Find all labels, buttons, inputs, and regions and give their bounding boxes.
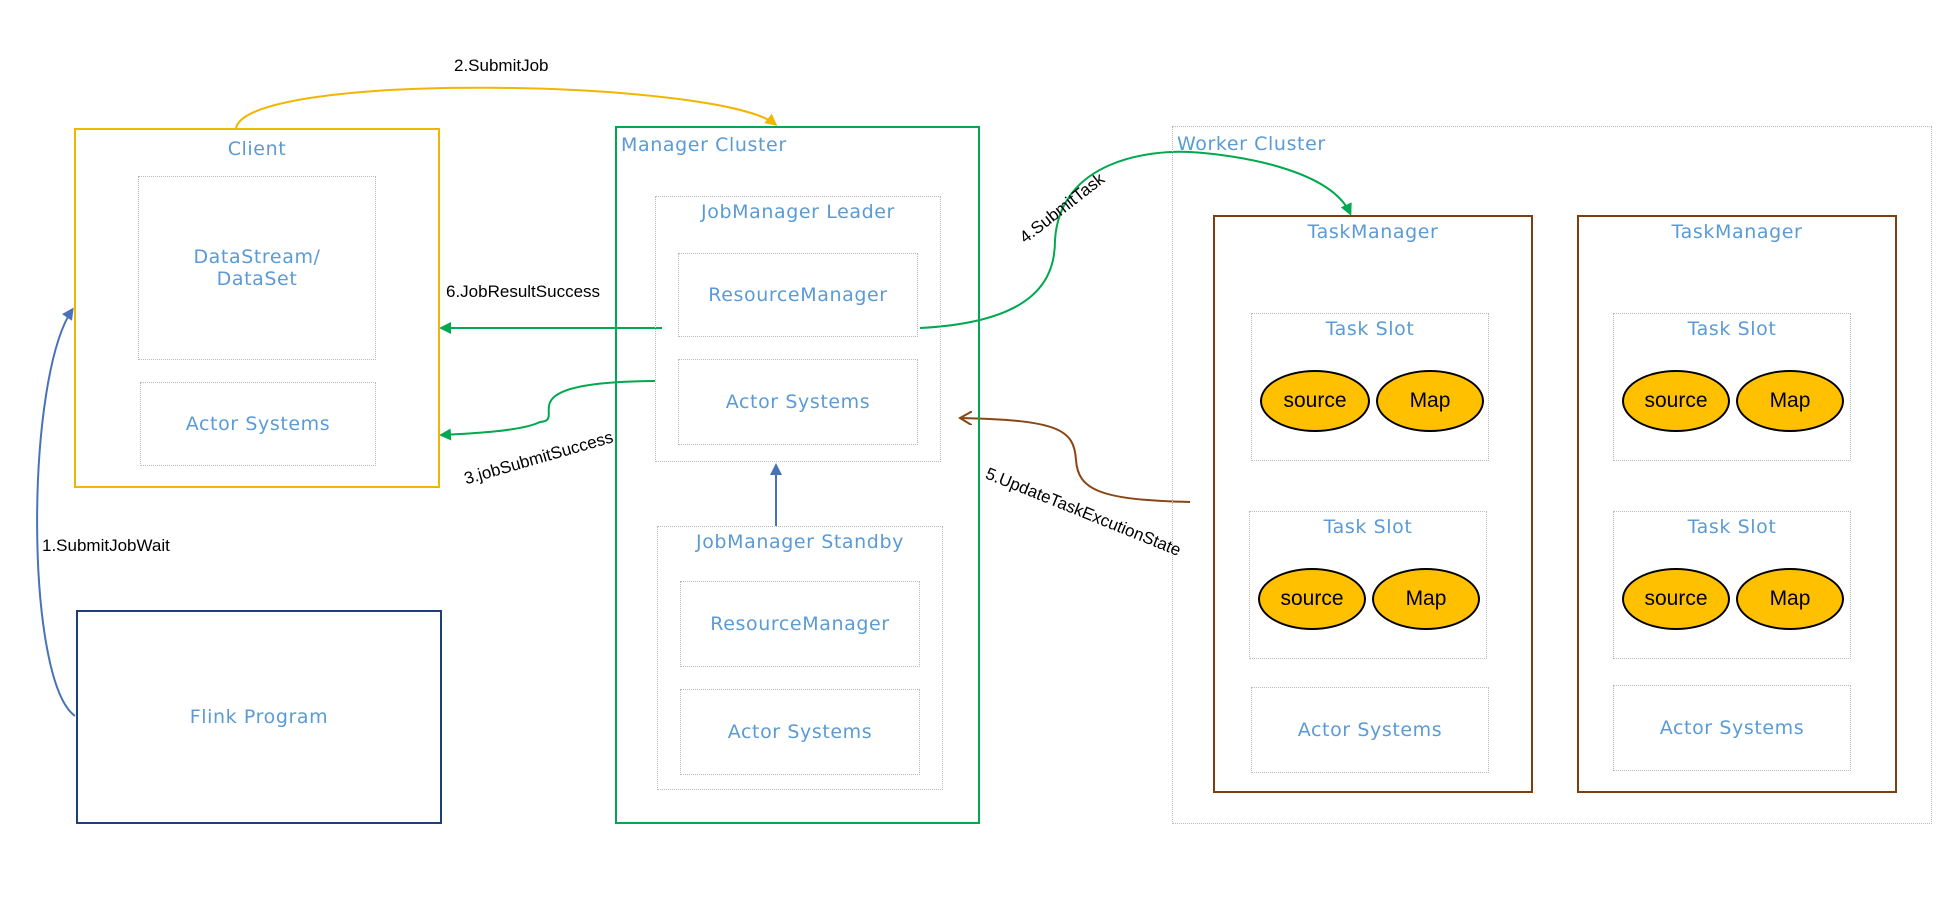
taskmanager-2-slot-2: Task Slot source Map [1613, 511, 1851, 659]
operator-source: source [1622, 568, 1730, 630]
taskmanager-1-slot-1: Task Slot source Map [1251, 313, 1489, 461]
datastream-box: DataStream/ DataSet [138, 176, 376, 360]
jobmanager-leader-title: JobManager Leader [701, 201, 895, 223]
taskmanager-1-slot-2: Task Slot source Map [1249, 511, 1487, 659]
client-title: Client [227, 138, 287, 160]
standby-resource-manager: ResourceManager [680, 581, 920, 667]
manager-cluster-box: Manager Cluster JobManager Leader Resour… [615, 126, 980, 824]
taskmanager-2-actor-systems: Actor Systems [1613, 685, 1851, 771]
jobmanager-standby-title: JobManager Standby [696, 531, 904, 553]
jobmanager-leader-box: JobManager Leader ResourceManager Actor … [655, 196, 941, 462]
standby-resource-manager-label: ResourceManager [710, 613, 890, 635]
taskmanager-2-slot-2-title: Task Slot [1687, 516, 1777, 538]
operator-map: Map [1736, 370, 1844, 432]
jobmanager-standby-box: JobManager Standby ResourceManager Actor… [657, 526, 943, 790]
taskmanager-1-slot-1-title: Task Slot [1325, 318, 1415, 340]
edge-label-submit-job-wait: 1.SubmitJobWait [42, 536, 170, 555]
leader-resource-manager: ResourceManager [678, 253, 918, 337]
operator-source: source [1260, 370, 1370, 432]
flink-program-label: Flink Program [189, 706, 329, 728]
edge-submit-job-wait [36, 307, 76, 717]
client-actor-systems-label: Actor Systems [185, 413, 331, 435]
datastream-label-line1: DataStream/ [193, 246, 321, 268]
flink-program-box: Flink Program [76, 610, 442, 824]
edge-update-task-state [960, 418, 1191, 503]
edge-submit-job [235, 86, 778, 129]
client-box: Client DataStream/ DataSet Actor Systems [74, 128, 440, 488]
leader-resource-manager-label: ResourceManager [708, 284, 888, 306]
operator-map: Map [1736, 568, 1844, 630]
taskmanager-1-actor-systems-label: Actor Systems [1297, 719, 1443, 741]
client-actor-systems: Actor Systems [140, 382, 376, 466]
operator-map: Map [1376, 370, 1484, 432]
manager-cluster-title: Manager Cluster [621, 134, 787, 156]
worker-cluster-title: Worker Cluster [1177, 133, 1326, 155]
standby-actor-systems: Actor Systems [680, 689, 920, 775]
leader-actor-systems-label: Actor Systems [725, 391, 871, 413]
datastream-label-line2: DataSet [216, 268, 298, 290]
operator-source: source [1258, 568, 1366, 630]
taskmanager-1-actor-systems: Actor Systems [1251, 687, 1489, 773]
taskmanager-2-actor-systems-label: Actor Systems [1659, 717, 1805, 739]
edge-label-submit-job: 2.SubmitJob [454, 56, 549, 75]
leader-actor-systems: Actor Systems [678, 359, 918, 445]
taskmanager-2: TaskManager Task Slot source Map Task Sl… [1577, 215, 1897, 793]
worker-cluster-box: Worker Cluster TaskManager Task Slot sou… [1172, 126, 1932, 824]
taskmanager-1-title: TaskManager [1307, 221, 1439, 243]
taskmanager-2-slot-1-title: Task Slot [1687, 318, 1777, 340]
taskmanager-2-title: TaskManager [1671, 221, 1803, 243]
edge-job-submit-success [439, 380, 656, 441]
operator-source: source [1622, 370, 1730, 432]
edge-submit-task [919, 150, 1352, 329]
taskmanager-1-slot-2-title: Task Slot [1323, 516, 1413, 538]
operator-map: Map [1372, 568, 1480, 630]
standby-actor-systems-label: Actor Systems [727, 721, 873, 743]
edge-label-job-result-success: 6.JobResultSuccess [446, 282, 601, 301]
taskmanager-2-slot-1: Task Slot source Map [1613, 313, 1851, 461]
taskmanager-1: TaskManager Task Slot source Map Task Sl… [1213, 215, 1533, 793]
